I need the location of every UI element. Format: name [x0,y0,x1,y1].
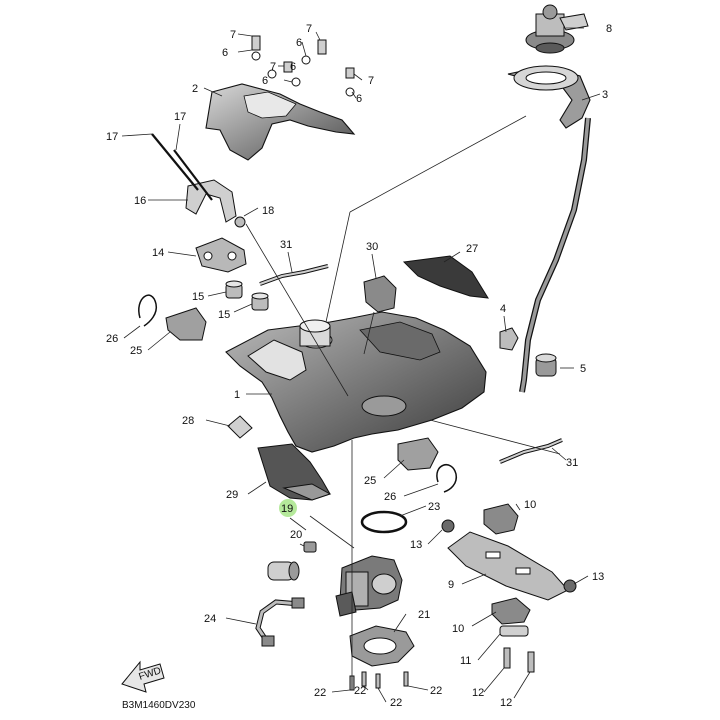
callout-18: 18 [262,205,274,217]
callout-30: 30 [366,241,378,253]
callout-29: 29 [226,489,238,501]
damper-part-25-right [397,437,439,471]
filter-part-20 [303,541,317,553]
nut-part-13-left [441,519,455,533]
callout-6: 6 [222,47,228,59]
damper-part-10-lower [491,597,531,625]
callout-22: 22 [430,685,442,697]
callout-22: 22 [354,685,366,697]
callout-13: 13 [592,571,604,583]
small-fasteners-part [251,35,355,97]
callout-13: 13 [410,539,422,551]
callout-14: 14 [152,247,164,259]
breather-hose-part [259,264,563,464]
bolt-part-17 [151,133,213,201]
highlight-marker [279,499,297,517]
callout-11: 11 [460,655,471,667]
stay-part [195,237,247,273]
fuel-pump-part [335,555,403,617]
damper-part-lower [251,292,269,311]
callout-31: 31 [280,239,292,251]
callout-8: 8 [606,23,612,35]
callout-17: 17 [106,131,118,143]
callout-15: 15 [192,291,204,303]
callout-7: 7 [368,75,374,87]
band-part-26-left [138,294,158,327]
callout-21: 21 [418,609,430,621]
plate-part-28 [227,415,253,439]
leader-lines [121,27,601,703]
callout-labels: 7 6 7 6 7 6 6 7 6 2 8 3 17 17 16 18 14 3… [106,23,612,709]
callout-6: 6 [290,61,296,73]
callout-6: 6 [296,37,302,49]
callout-22: 22 [314,687,326,699]
callout-20: 20 [290,529,302,541]
damper-part-25-left [165,307,207,341]
callout-24: 24 [204,613,216,625]
callout-2: 2 [192,83,198,95]
nut-part-13-right [563,579,577,593]
callout-9: 9 [448,579,454,591]
callout-26: 26 [106,333,118,345]
bolt-part-12 [503,647,535,673]
callout-23: 23 [428,501,440,513]
callout-7: 7 [270,61,276,73]
bracket-part [185,179,237,223]
ring-plate-part-21 [349,625,415,667]
damper-part-10-upper [483,503,519,535]
fuel-tank-part [225,311,487,453]
cylinder-part [267,561,300,581]
hose-end-part [535,353,557,377]
callout-5: 5 [580,363,586,375]
callout-15: 15 [218,309,230,321]
tank-cap-part [525,4,589,54]
callout-6: 6 [356,93,362,105]
callout-25: 25 [130,345,142,357]
protector-part-29 [257,443,332,501]
damper-part-upper [225,280,243,299]
callout-6: 6 [262,75,268,87]
fuel-line-part-24 [255,597,305,647]
callout-7: 7 [230,29,236,41]
callout-19: 19 [281,503,293,515]
callout-7: 7 [306,23,312,35]
gasket-part-23 [360,510,408,534]
band-part-26-right [436,464,458,493]
callout-31: 31 [566,457,578,469]
pad-part-30 [363,275,397,313]
callout-4: 4 [500,303,506,315]
filler-hose-part [507,65,591,393]
callout-25: 25 [364,475,376,487]
callout-10: 10 [452,623,464,635]
callout-22: 22 [390,697,402,709]
callout-28: 28 [182,415,194,427]
tank-top-cover-part [205,83,356,161]
callout-26: 26 [384,491,396,503]
screw-part-18 [234,216,246,228]
sheet-part-27 [402,255,489,299]
hose-clamp-part [499,327,519,351]
callout-12: 12 [500,697,512,709]
callout-10: 10 [524,499,536,511]
callout-17: 17 [174,111,186,123]
callout-27: 27 [466,243,478,255]
diagram-code: B3M1460DV230 [122,700,196,711]
callout-1: 1 [234,389,240,401]
callout-3: 3 [602,89,608,101]
fwd-arrow-icon: FWD [121,660,165,693]
callout-16: 16 [134,195,146,207]
callout-12: 12 [472,687,484,699]
bracket-plate-part-9 [447,531,569,601]
collar-part-11 [499,625,529,637]
